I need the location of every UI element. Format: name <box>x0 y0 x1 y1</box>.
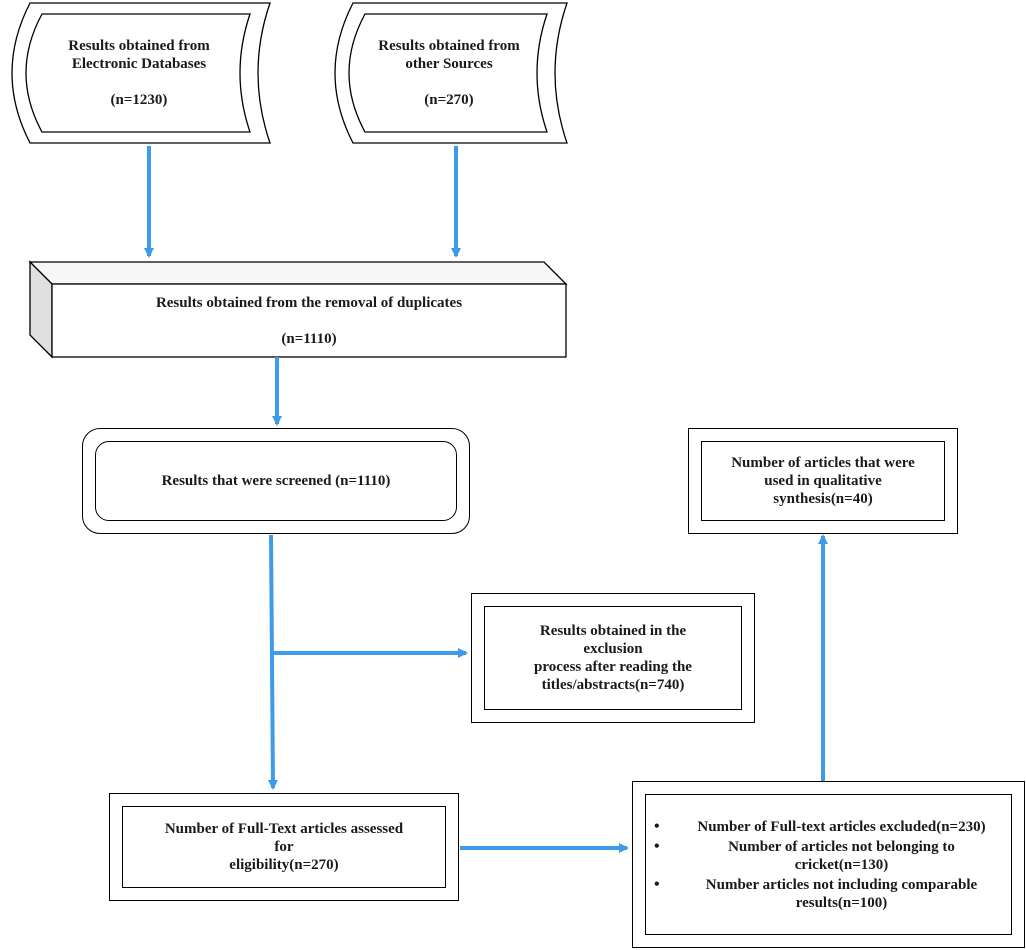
node-other-shape <box>334 2 568 144</box>
node-screened-text: Results that were screened (n=1110) <box>161 473 391 489</box>
excluded-item: Number articles not including comparable… <box>654 876 993 912</box>
node-other-count: (n=270) <box>424 92 474 108</box>
node-qualitative-line1: Number of articles that were <box>731 455 915 471</box>
node-qualitative-line2: used in qualitative <box>764 473 882 489</box>
node-electronic-databases: Results obtained from Electronic Databas… <box>30 14 248 132</box>
node-electronic-count: (n=1230) <box>110 92 168 108</box>
node-other-line2: other Sources <box>405 56 493 72</box>
node-electronic-line2: Electronic Databases <box>71 56 207 72</box>
node-other-line1: Results obtained from <box>378 38 520 54</box>
node-electronic-shape <box>11 2 271 144</box>
node-excluded-titles-line1: Results obtained in the <box>539 623 687 639</box>
node-excluded-titles-line3: process after reading the <box>534 659 692 675</box>
node-qualitative-synthesis: Number of articles that were used in qua… <box>688 428 958 534</box>
excluded-item: Number of Full-text articles excluded(n=… <box>654 818 993 836</box>
node-qualitative-line3: synthesis(n=40) <box>773 491 873 507</box>
connectors <box>144 146 828 853</box>
node-other-sources: Results obtained from other Sources (n=2… <box>338 14 560 132</box>
node-fulltext-line2: for <box>274 839 294 855</box>
node-electronic-line1: Results obtained from <box>68 38 210 54</box>
excluded-item: Number of articles not belonging to cric… <box>654 838 993 874</box>
node-excluded-fulltext: Number of Full-text articles excluded(n=… <box>632 781 1025 948</box>
node-duplicates-shape <box>28 260 568 359</box>
node-duplicates-line1: Results obtained from the removal of dup… <box>155 295 463 311</box>
node-screened: Results that were screened (n=1110) <box>82 428 470 534</box>
excluded-fulltext-list: Number of Full-text articles excluded(n=… <box>646 816 1011 914</box>
line-screened-down <box>267 534 278 790</box>
node-fulltext-line1: Number of Full-Text articles assessed <box>164 821 404 837</box>
node-removal-of-duplicates: Results obtained from the removal of dup… <box>52 284 566 357</box>
node-excluded-titles-line4: titles/abstracts(n=740) <box>541 677 685 693</box>
node-excluded-titles-abstracts: Results obtained in the exclusion proces… <box>471 593 755 723</box>
node-fulltext-assessed: Number of Full-Text articles assessed fo… <box>109 793 459 901</box>
node-excluded-titles-line2: exclusion <box>583 641 643 657</box>
node-fulltext-line3: eligibility(n=270) <box>229 857 339 873</box>
node-duplicates-count: (n=1110) <box>281 331 337 347</box>
